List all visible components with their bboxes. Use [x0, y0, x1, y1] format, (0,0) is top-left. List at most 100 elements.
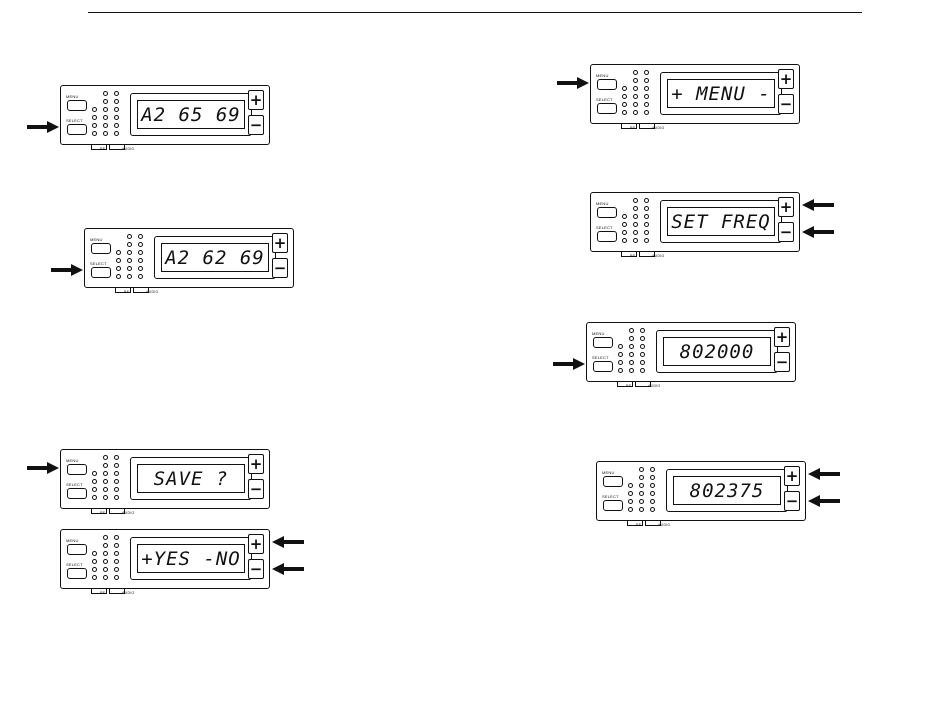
led-indicator [639, 499, 644, 504]
minus-button[interactable]: − [784, 491, 800, 511]
led-indicator [650, 475, 655, 480]
led-indicator [103, 471, 108, 476]
led-indicator [114, 567, 119, 572]
select-button[interactable] [597, 103, 617, 114]
led-indicator [114, 575, 119, 580]
led-indicator [622, 94, 627, 99]
rf-label: RF [626, 385, 631, 389]
led-indicator [633, 214, 638, 219]
led-indicator [640, 336, 645, 341]
led-indicator [127, 242, 132, 247]
plus-button[interactable]: + [778, 69, 794, 89]
menu-button[interactable] [603, 476, 623, 487]
led-indicator [103, 123, 108, 128]
led-indicator [650, 483, 655, 488]
led-indicator [622, 110, 627, 115]
led-indicator [633, 230, 638, 235]
select-label: SELECT [90, 262, 107, 266]
menu-label: MENU [66, 95, 79, 99]
display-window: +YES -NO [130, 537, 252, 580]
plus-button[interactable]: + [248, 90, 264, 110]
led-indicator [629, 360, 634, 365]
menu-button[interactable] [67, 100, 87, 111]
lcd-display: SET FREQ [667, 207, 775, 236]
led-indicator [629, 344, 634, 349]
minus-button[interactable]: − [778, 94, 794, 114]
lcd-display: A2 65 69 [137, 100, 245, 129]
minus-button[interactable]: − [248, 559, 264, 579]
led-indicator [622, 222, 627, 227]
led-indicator [114, 559, 119, 564]
led-indicator [114, 495, 119, 500]
led-indicator [639, 475, 644, 480]
led-indicator [92, 575, 97, 580]
menu-button[interactable] [67, 464, 87, 475]
led-indicator [628, 483, 633, 488]
audio-label: AUDIO [652, 127, 665, 131]
led-indicator [92, 567, 97, 572]
select-label: SELECT [592, 356, 609, 360]
select-button[interactable] [593, 361, 613, 372]
plus-button[interactable]: + [248, 454, 264, 474]
menu-button[interactable] [91, 243, 111, 254]
minus-button[interactable]: − [778, 222, 794, 242]
panel-frame: MENU SELECT A2 65 69+ − [60, 85, 270, 145]
minus-button[interactable]: − [774, 352, 790, 372]
display-window: 802000 [656, 330, 778, 373]
plus-button[interactable]: + [774, 327, 790, 347]
select-label: SELECT [66, 119, 83, 123]
menu-button[interactable] [593, 337, 613, 348]
minus-button[interactable]: − [248, 479, 264, 499]
menu-button[interactable] [597, 207, 617, 218]
led-indicator [644, 238, 649, 243]
led-grid [116, 234, 150, 284]
led-indicator [92, 495, 97, 500]
select-button[interactable] [603, 500, 623, 511]
minus-button[interactable]: − [248, 115, 264, 135]
led-indicator [92, 471, 97, 476]
receiver-panel-a2-65-69: MENUSELECTA2 65 69+−RFAUDIO [60, 85, 270, 161]
led-indicator [639, 507, 644, 512]
plus-button[interactable]: + [248, 534, 264, 554]
menu-button[interactable] [67, 544, 87, 555]
display-window: + MENU - [660, 72, 782, 115]
led-indicator [644, 214, 649, 219]
led-indicator [622, 230, 627, 235]
menu-label: MENU [90, 238, 103, 242]
menu-label: MENU [596, 74, 609, 78]
plus-button[interactable]: + [272, 233, 288, 253]
led-grid [92, 455, 126, 505]
led-indicator [639, 483, 644, 488]
led-indicator [618, 368, 623, 373]
led-indicator [92, 551, 97, 556]
select-button[interactable] [91, 267, 111, 278]
led-indicator [103, 551, 108, 556]
led-indicator [114, 487, 119, 492]
minus-button[interactable]: − [272, 258, 288, 278]
plus-button[interactable]: + [784, 466, 800, 486]
led-indicator [103, 567, 108, 572]
led-indicator [644, 230, 649, 235]
led-indicator [138, 234, 143, 239]
select-button[interactable] [67, 568, 87, 579]
menu-label: MENU [596, 202, 609, 206]
header-rule [88, 12, 862, 13]
select-button[interactable] [67, 124, 87, 135]
led-indicator [650, 491, 655, 496]
audio-label: AUDIO [146, 291, 159, 295]
pointer-arrow-icon [27, 121, 59, 133]
plus-button[interactable]: + [778, 197, 794, 217]
led-indicator [114, 91, 119, 96]
led-indicator [650, 467, 655, 472]
led-indicator [103, 487, 108, 492]
led-indicator [127, 250, 132, 255]
led-indicator [639, 491, 644, 496]
select-button[interactable] [67, 488, 87, 499]
led-indicator [114, 123, 119, 128]
menu-button[interactable] [597, 79, 617, 90]
led-indicator [116, 274, 121, 279]
select-button[interactable] [597, 231, 617, 242]
